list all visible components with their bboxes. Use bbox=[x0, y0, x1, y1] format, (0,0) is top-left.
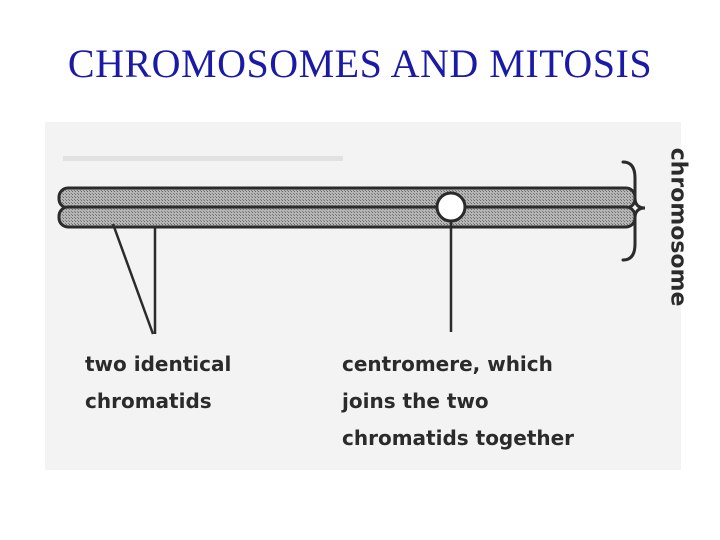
chromatids-label: two identical chromatids bbox=[85, 346, 231, 420]
diagram-graphics bbox=[45, 122, 681, 470]
chromatids-label-line-2: chromatids bbox=[85, 389, 212, 413]
figure-panel bbox=[45, 122, 681, 470]
chromatid-pointer-line-1 bbox=[111, 223, 155, 335]
centromere-label-line-1: centromere, which bbox=[342, 352, 553, 376]
chromatids-label-line-1: two identical bbox=[85, 352, 232, 376]
centromere-label-line-3: chromatids together bbox=[342, 426, 575, 450]
chromosome-diagram: two identical chromatids centromere, whi… bbox=[45, 122, 691, 470]
centromere-label: centromere, which joins the two chromati… bbox=[342, 346, 574, 457]
chromosome-label: chromosome bbox=[665, 147, 691, 307]
chromosome-brace bbox=[621, 160, 646, 262]
scan-streak bbox=[63, 156, 343, 161]
centromere bbox=[435, 191, 467, 223]
centromere-label-line-2: joins the two bbox=[342, 389, 489, 413]
chromatid-upper bbox=[57, 186, 637, 210]
chromatid-lower bbox=[57, 205, 637, 229]
slide-title: CHROMOSOMES AND MITOSIS bbox=[67, 41, 653, 86]
